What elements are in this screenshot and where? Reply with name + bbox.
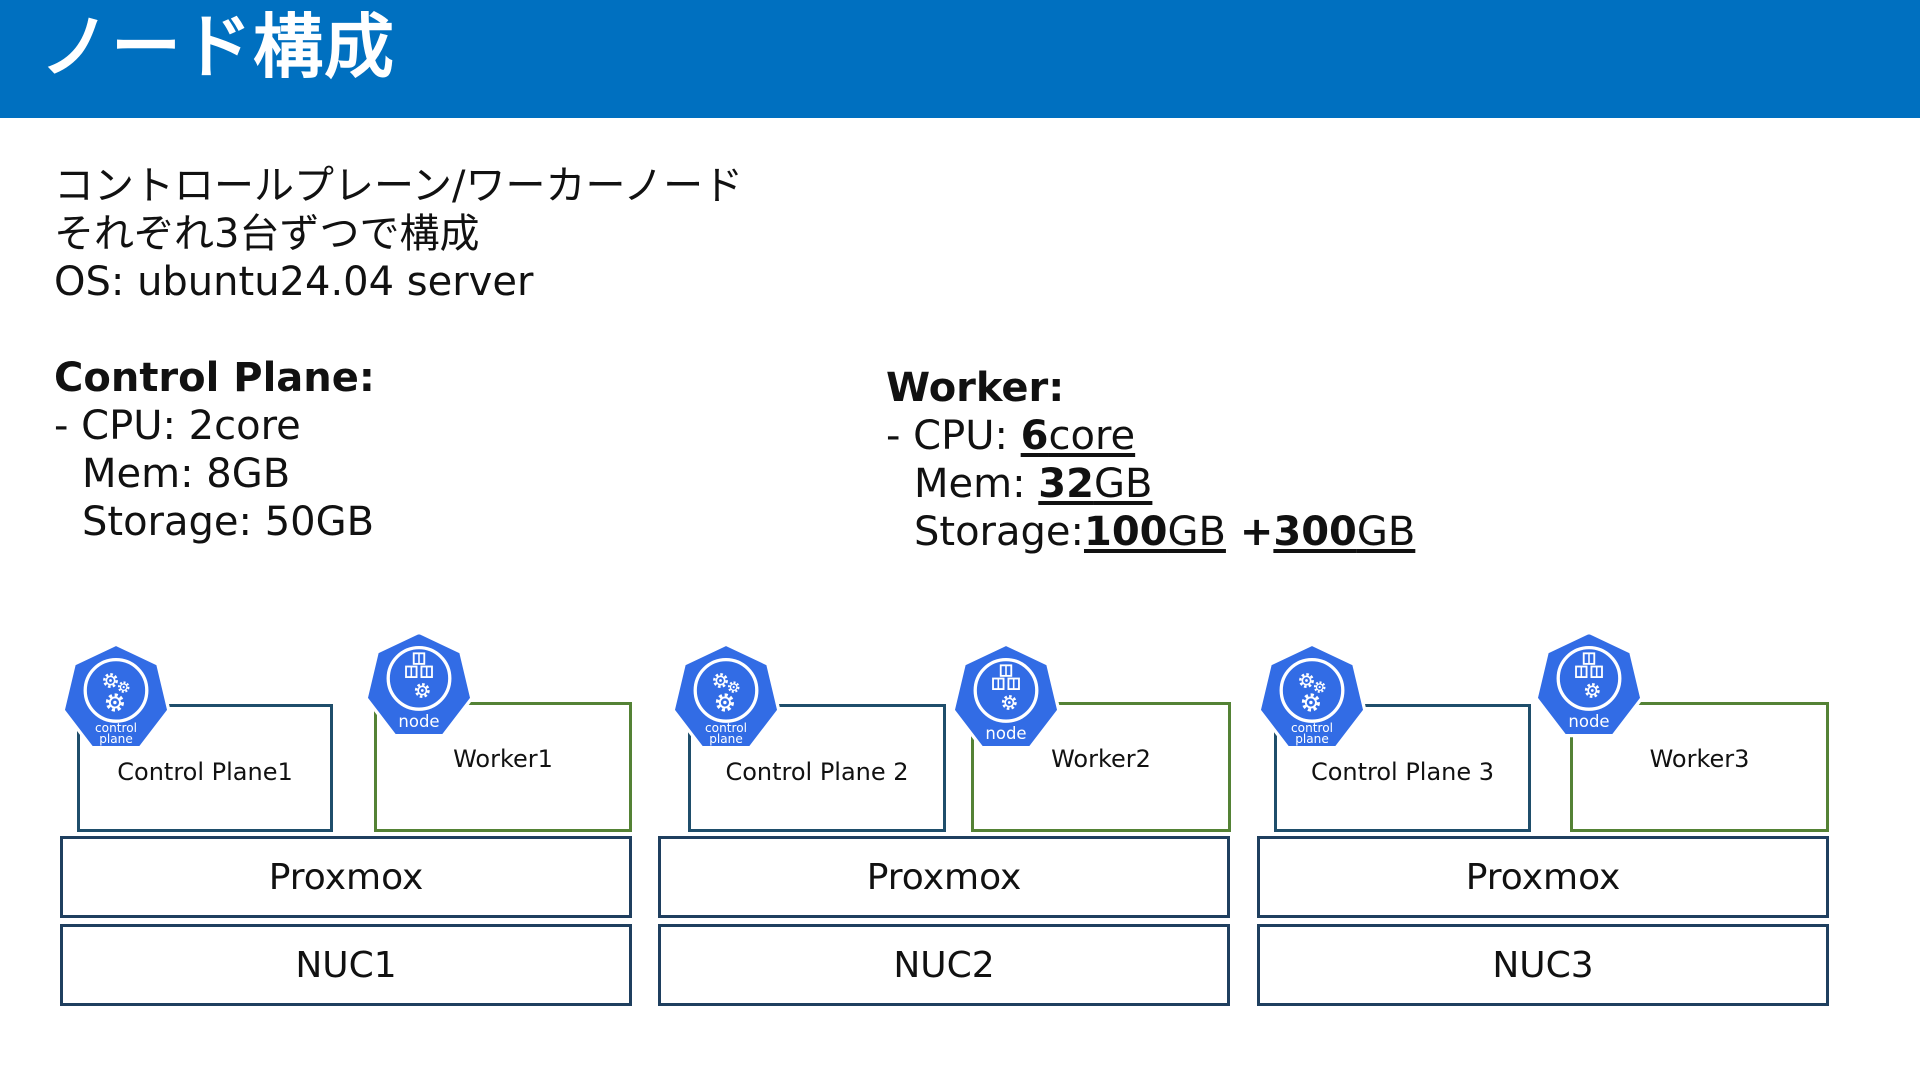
- worker-cpu-number: 6: [1020, 413, 1049, 459]
- proxmox-box-3: Proxmox: [1257, 836, 1829, 918]
- control-plane-vm-1: Control Plane1: [77, 704, 333, 832]
- worker-mem-prefix: Mem:: [914, 461, 1039, 507]
- worker-mem-value: 32GB: [1038, 461, 1152, 507]
- control-plane-mem: Mem: 8GB: [82, 451, 291, 497]
- worker-spec: Worker: - CPU: 6core Mem: 32GB Storage:1…: [886, 364, 1415, 556]
- nuc-box-2: NUC2: [658, 924, 1230, 1006]
- worker-storage-unit-2: GB: [1356, 509, 1416, 555]
- control-plane-icon-label-2: plane: [709, 732, 743, 746]
- intro-line-1: コントロールプレーン/ワーカーノード: [54, 163, 744, 209]
- control-plane-icon: control plane: [61, 642, 171, 750]
- node-icon: node: [951, 642, 1061, 750]
- worker-vm-2: Worker2: [971, 702, 1231, 832]
- worker-mem-unit: GB: [1093, 461, 1153, 507]
- worker-storage-value-1: 100GB: [1084, 509, 1226, 555]
- slide-title: ノード構成: [40, 6, 395, 88]
- worker-cpu-value: 6core: [1021, 413, 1135, 459]
- worker-storage-prefix: Storage:: [914, 509, 1084, 555]
- intro-text: コントロールプレーン/ワーカーノード それぞれ3台ずつで構成 OS: ubunt…: [54, 162, 743, 306]
- control-plane-icon-label-1: control: [1291, 721, 1333, 735]
- node-icon-label: node: [985, 724, 1026, 743]
- intro-line-3: OS: ubuntu24.04 server: [54, 259, 534, 305]
- control-plane-spec: Control Plane: - CPU: 2core Mem: 8GB Sto…: [54, 354, 375, 546]
- worker-storage-plus: +: [1225, 509, 1274, 555]
- worker-storage-number-2: 300: [1273, 509, 1357, 555]
- worker-cpu-unit: core: [1048, 413, 1136, 459]
- node-icon: node: [364, 630, 474, 738]
- worker-mem: Mem: 32GB: [886, 460, 1415, 508]
- worker-heading: Worker:: [886, 365, 1065, 411]
- control-plane-storage: Storage: 50GB: [82, 499, 375, 545]
- control-plane-heading: Control Plane:: [54, 355, 375, 401]
- proxmox-box-2: Proxmox: [658, 836, 1230, 918]
- worker-storage-number-1: 100: [1083, 509, 1168, 555]
- intro-line-2: それぞれ3台ずつで構成: [54, 211, 480, 257]
- control-plane-icon: control plane: [1257, 642, 1367, 750]
- worker-storage-value-2: 300GB: [1273, 509, 1415, 555]
- worker-mem-number: 32: [1038, 461, 1094, 507]
- node-icon-label: node: [398, 712, 439, 731]
- node-icon-label: node: [1568, 712, 1609, 731]
- control-plane-cpu: - CPU: 2core: [54, 403, 301, 449]
- control-plane-icon-label-2: plane: [99, 732, 133, 746]
- worker-storage: Storage:100GB +300GB: [886, 508, 1415, 556]
- title-bar: ノード構成: [0, 0, 1920, 118]
- control-plane-icon-label-1: control: [95, 721, 137, 735]
- worker-vm-1: Worker1: [374, 702, 632, 832]
- control-plane-icon: control plane: [671, 642, 781, 750]
- control-plane-icon-label-1: control: [705, 721, 747, 735]
- control-plane-icon-label-2: plane: [1295, 732, 1329, 746]
- worker-cpu: - CPU: 6core: [886, 412, 1415, 460]
- nuc-box-3: NUC3: [1257, 924, 1829, 1006]
- node-icon: node: [1534, 630, 1644, 738]
- proxmox-box-1: Proxmox: [60, 836, 632, 918]
- nuc-box-1: NUC1: [60, 924, 632, 1006]
- worker-cpu-prefix: - CPU:: [886, 413, 1021, 459]
- worker-storage-unit-1: GB: [1167, 509, 1226, 555]
